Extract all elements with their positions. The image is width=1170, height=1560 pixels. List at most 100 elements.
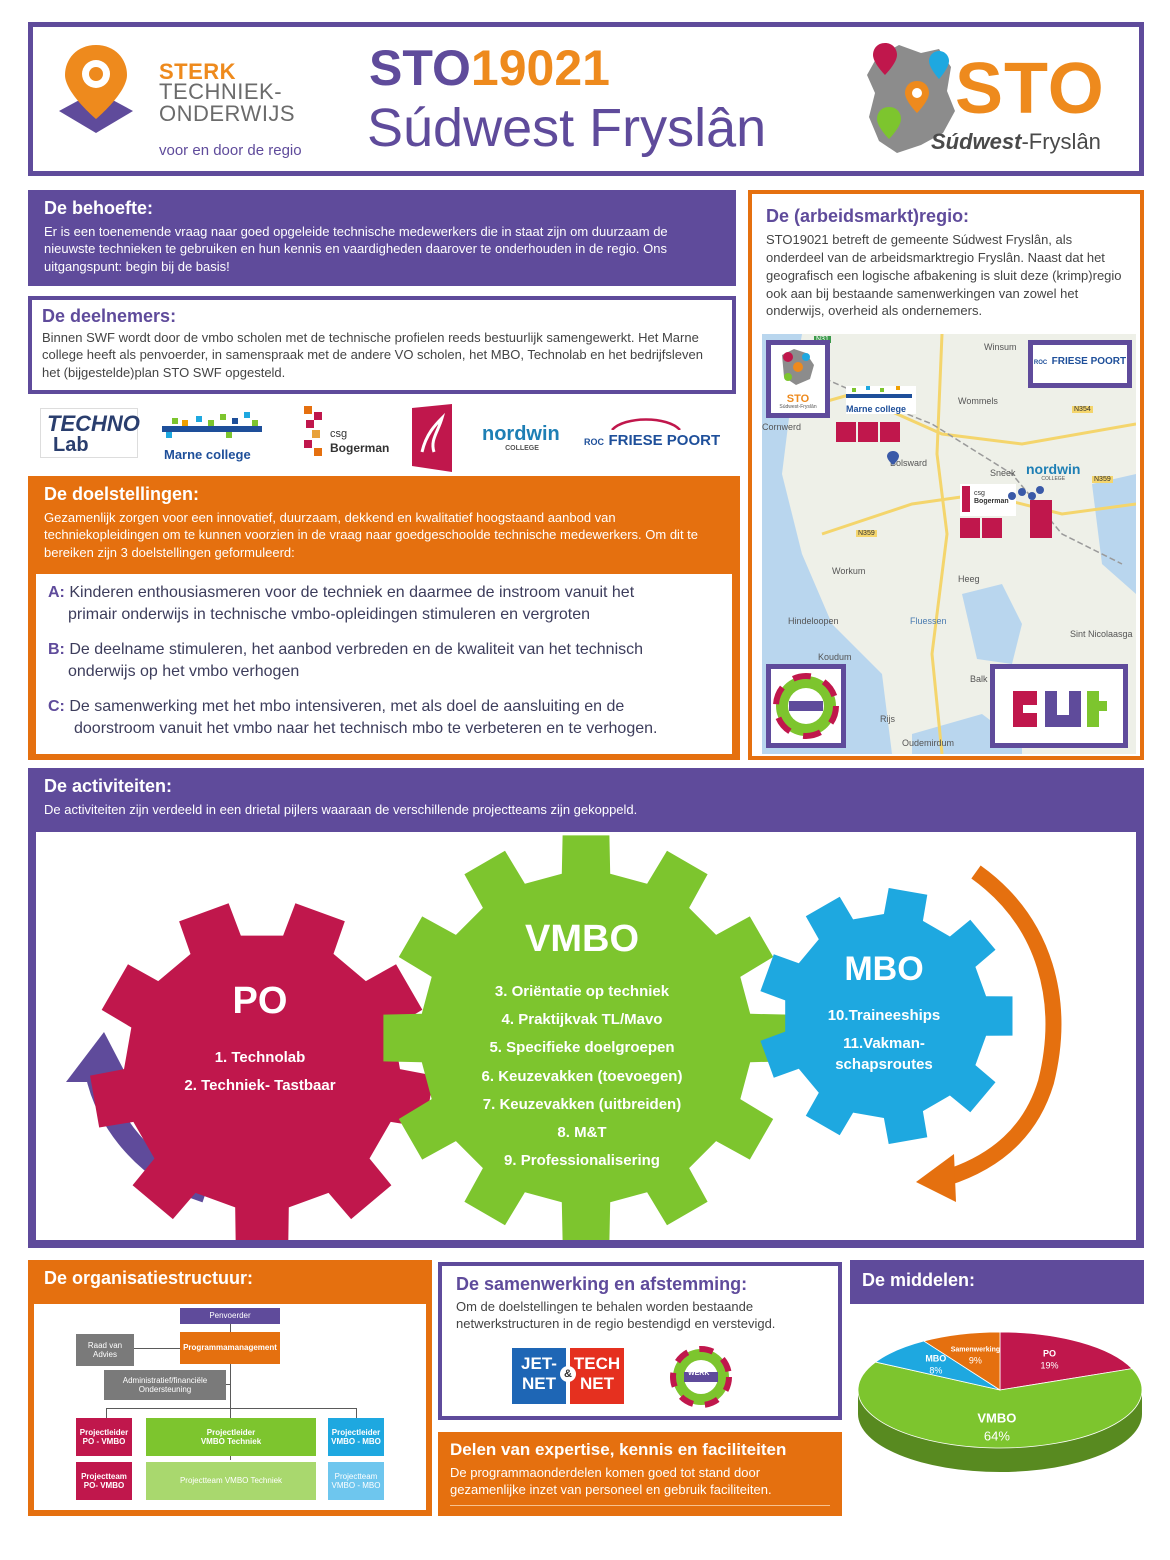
delen-text: De programmaonderdelen komen goed tot st… xyxy=(450,1464,772,1498)
pie-value-mbo: 8% xyxy=(929,1365,942,1375)
gear-po-shape xyxy=(90,903,434,1240)
marne-college-logo: Marne college xyxy=(162,410,266,462)
map-marne-icons xyxy=(836,422,900,442)
roc-logo-text: ROC FRIESE POORT xyxy=(584,432,720,450)
gear-vmbo xyxy=(383,835,789,1240)
vmbo-item-6: 6. Keuzevakken (toevoegen) xyxy=(481,1067,683,1085)
map-town-cornwerd: Cornwerd xyxy=(762,422,802,432)
map-nordwin-marker: nordwin COLLEGE xyxy=(1026,462,1080,482)
mbo-item-11a: 11.Vakman- xyxy=(843,1035,925,1053)
pie-slice-po xyxy=(999,1331,1133,1391)
deelnemers-panel: De deelnemers: Binnen SWF wordt door de … xyxy=(28,296,736,394)
org-projectteam-vmbo: Projectteam VMBO Techniek xyxy=(146,1462,316,1500)
sto-logo-text: STO xyxy=(955,49,1105,129)
gear-mbo-shape xyxy=(760,888,1013,1144)
map-csg-marker: csg Bogerman xyxy=(960,484,1016,516)
samenwerking-panel: De samenwerking en afstemming: Om de doe… xyxy=(438,1262,842,1420)
gear-vmbo-shape xyxy=(383,835,789,1240)
map-road-n359-west: N359 xyxy=(856,530,877,537)
pie-slice-vmbo xyxy=(857,1361,1143,1449)
vmbo-title: VMBO xyxy=(525,918,639,960)
sto-logo-region-a: Súdwest xyxy=(931,129,1022,154)
goals-list: A: Kinderen enthousiasmeren voor de tech… xyxy=(36,574,732,754)
nordwin-logo: nordwin COLLEGE xyxy=(482,424,562,452)
nordwin-logo-line1: nordwin xyxy=(482,423,560,445)
org-pt-mbo-line2: VMBO - MBO xyxy=(331,1481,381,1490)
gear-mbo xyxy=(760,888,1013,1144)
po-items: 1. Technolab 2. Techniek- Tastbaar xyxy=(160,1044,360,1100)
pie-value-po: 19% xyxy=(1040,1360,1058,1370)
pie-value-samenwerking: 9% xyxy=(969,1355,982,1365)
org-line-mbo xyxy=(356,1408,357,1418)
organisatie-title: De organisatiestructuur: xyxy=(44,1268,254,1288)
map-csg-icons xyxy=(960,518,1002,538)
technolab-logo-line1: TECHNO xyxy=(47,411,140,436)
region-map: Winsum Wommels Cornwerd Bolsward Sneek H… xyxy=(762,334,1136,754)
goal-c-letter: C: xyxy=(48,697,65,715)
middelen-header: De middelen: xyxy=(850,1260,1144,1304)
map-town-heeg: Heeg xyxy=(958,574,980,584)
org-line-po xyxy=(106,1408,107,1418)
map-sto-region-icon xyxy=(782,349,814,385)
map-nordwin-line1: nordwin xyxy=(1026,461,1081,477)
regio-text: STO19021 betreft de gemeente Súdwest Fry… xyxy=(766,231,1122,319)
org-administratief: Administratief/financiële Ondersteuning xyxy=(104,1370,226,1400)
goal-b: B: De deelname stimuleren, het aanbod ve… xyxy=(48,639,720,684)
regio-title: De (arbeidsmarkt)regio: xyxy=(766,206,970,226)
swt-logo-icon xyxy=(1013,691,1107,727)
marne-logo-text: Marne college xyxy=(164,447,251,462)
technolab-logo-line2: Lab xyxy=(53,434,89,456)
sto-logo-region: Súdwest-Fryslân xyxy=(931,131,1101,153)
map-road-n359-east: N359 xyxy=(1092,476,1113,483)
csg-bogerman-logo: csg Bogerman xyxy=(302,404,392,464)
map-cooperatie-logo xyxy=(766,664,846,748)
behoefte-text: Er is een toenemende vraag naar goed opg… xyxy=(44,223,668,275)
technet-line1: TECH xyxy=(573,1354,621,1373)
org-admin-line2: Ondersteuning xyxy=(138,1385,192,1394)
org-penvoerder: Penvoerder xyxy=(180,1308,280,1324)
region-map-logo-icon xyxy=(867,43,955,153)
pie-label-po: PO xyxy=(1043,1348,1056,1358)
map-marne-marker: Marne college xyxy=(846,386,916,414)
goal-c-line1: De samenwerking met het mbo intensiveren… xyxy=(69,697,625,715)
po-item-2: 2. Techniek- Tastbaar xyxy=(184,1076,336,1094)
vmbo-item-7: 7. Keuzevakken (uitbreiden) xyxy=(482,1095,682,1113)
org-projectleider-vmbo: Projectleider VMBO Techniek xyxy=(146,1418,316,1456)
org-chart: Penvoerder Raad van Advies Programmamana… xyxy=(34,1304,426,1510)
map-csg-blocks-icon xyxy=(962,486,970,512)
project-code-number: 19021 xyxy=(470,40,610,96)
org-pt-mbo-line1: Projectteam xyxy=(334,1471,378,1481)
map-marne-label: Marne college xyxy=(846,404,907,414)
map-pin-icon xyxy=(887,451,899,465)
org-line-main xyxy=(230,1322,231,1460)
org-projectleider-mbo: Projectleider VMBO - MBO xyxy=(328,1418,384,1456)
cycle-arrowhead-purple xyxy=(66,1032,130,1082)
map-house-icon-2 xyxy=(960,518,980,538)
map-road-n354: N354 xyxy=(1072,406,1093,413)
map-town-workum: Workum xyxy=(832,566,866,576)
brand-tagline: voor en door de regio xyxy=(159,142,302,159)
mbo-items: 10.Traineeships 11.Vakman- schapsroutes xyxy=(804,1006,964,1075)
map-pins-cluster-icon xyxy=(1008,486,1044,500)
pie-slice-samenwerking xyxy=(922,1331,1001,1391)
delen-panel: Delen van expertise, kennis en facilitei… xyxy=(438,1432,842,1516)
map-swt-logo xyxy=(990,664,1128,748)
po-text: PO 1. Technolab 2. Techniek- Tastbaar xyxy=(160,982,360,1100)
samenwerking-title: De samenwerking en afstemming: xyxy=(456,1274,748,1294)
cycle-arrow-orange xyxy=(943,865,1062,1186)
project-code-prefix: STO xyxy=(369,40,471,96)
samenwerking-text: Om de doelstellingen te behalen worden b… xyxy=(456,1298,776,1332)
org-line-raad xyxy=(134,1348,184,1349)
cooperatie-werk-gear-icon xyxy=(773,673,839,739)
vmbo-item-5: 5. Specifieke doelgroepen xyxy=(489,1039,675,1057)
vmbo-text: VMBO 3. Oriëntatie op techniek 4. Prakti… xyxy=(452,920,712,1175)
map-town-balk: Balk xyxy=(970,674,988,684)
jetnet-line1: JET- xyxy=(521,1354,557,1373)
map-roc-prefix: ROC xyxy=(1033,360,1048,366)
pie-label-vmbo: VMBO xyxy=(977,1410,1016,1425)
vmbo-item-4: 4. Praktijkvak TL/Mavo xyxy=(501,1011,663,1029)
jetnet-line2: NET xyxy=(522,1374,556,1394)
goal-a-letter: A: xyxy=(48,584,65,601)
org-pt-po-line2: PO- VMBO xyxy=(83,1481,125,1490)
